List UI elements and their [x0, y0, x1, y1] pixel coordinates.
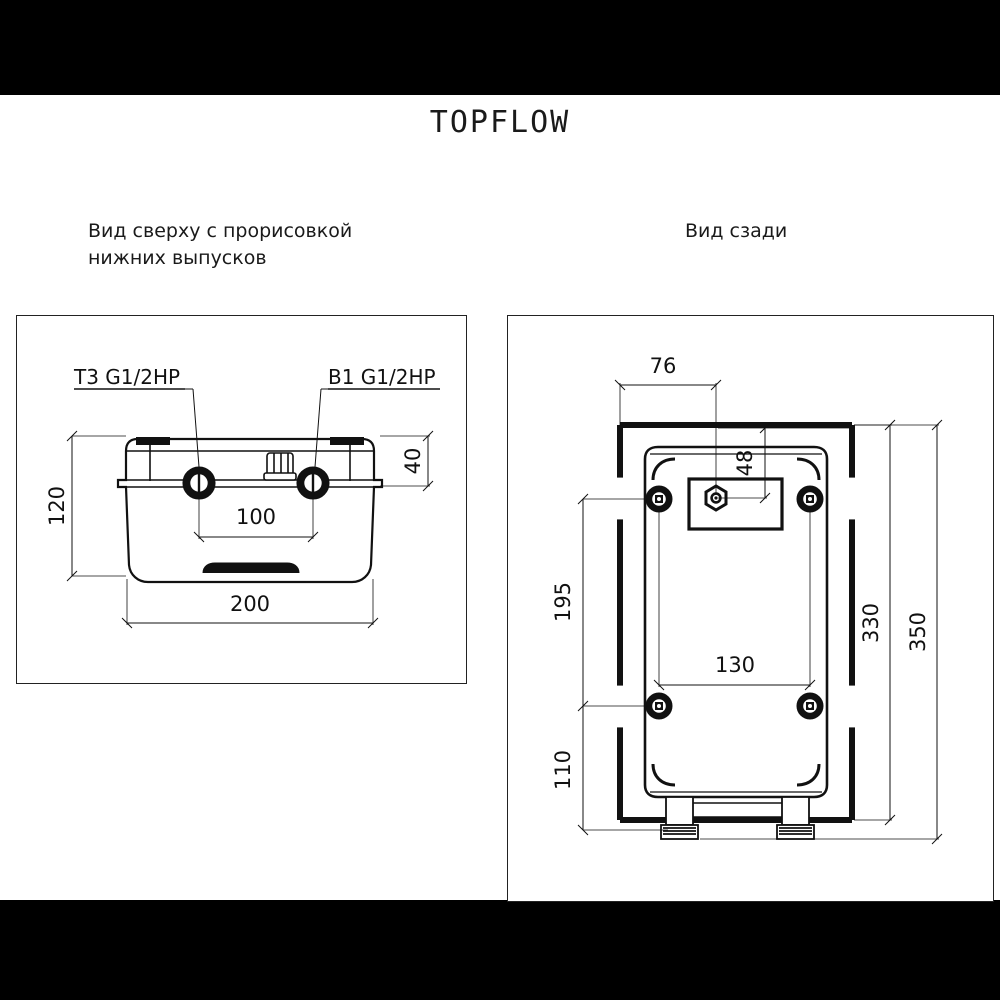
dimension-100 [193, 495, 319, 543]
dimension-40-label: 40 [401, 448, 425, 475]
dimension-130-label: 130 [715, 653, 755, 677]
body-corner-arcs [651, 457, 821, 787]
central-fitting-plate [687, 477, 784, 531]
page-title: TOPFLOW [429, 105, 571, 140]
dimension-200-label: 200 [230, 592, 270, 616]
letterbox-bottom [0, 900, 1000, 1000]
rear-view-caption: Вид сзади [685, 220, 788, 242]
dimension-200 [121, 579, 379, 629]
dimension-40 [380, 430, 434, 492]
frame-rail-gap-outline [617, 476, 855, 729]
pipe-outlet-right [776, 796, 815, 840]
vent-block [263, 452, 297, 481]
mount-tab-left [136, 437, 170, 445]
mounting-hole-top-right [796, 485, 824, 513]
device-top-plate [126, 439, 374, 481]
mounting-hole-top-left [645, 485, 673, 513]
mounting-hole-bottom-right [796, 692, 824, 720]
port-fitting-right [296, 466, 330, 500]
frame-rail-gaps [616, 477, 856, 728]
dimension-100-label: 100 [236, 505, 276, 529]
port-label-left: T3 G1/2HP [73, 365, 180, 389]
dimension-330-label: 330 [859, 603, 883, 643]
dimension-195 [577, 493, 648, 712]
dimension-350-label: 350 [906, 612, 930, 652]
dimension-76 [614, 379, 722, 494]
dimension-48 [718, 422, 855, 504]
dimension-120-label: 120 [45, 486, 69, 526]
port-label-right: B1 G1/2HP [328, 365, 436, 389]
central-hex-fitting [704, 484, 728, 512]
bottom-outlet-pad [196, 562, 306, 583]
appliance-body-inner-line [650, 453, 822, 793]
drawing-sheet: TOPFLOW Вид сверху с прорисовкой нижних … [0, 95, 1000, 902]
pipe-outlet-left [660, 796, 699, 840]
dimension-76-label: 76 [650, 354, 677, 378]
rear-view-frame [507, 315, 994, 902]
mounting-hole-bottom-left [645, 692, 673, 720]
dimension-110 [577, 706, 668, 836]
top-view-drawing: 120 40 100 200 T3 G1/2HP [45, 365, 440, 629]
dimension-195-label: 195 [551, 582, 575, 622]
rear-view-drawing: 76 48 130 195 [551, 354, 943, 845]
letterbox-top [0, 0, 1000, 95]
dimension-48-label: 48 [733, 450, 757, 477]
top-view-caption: Вид сверху с прорисовкой нижних выпусков [88, 220, 353, 269]
dimension-350 [700, 419, 943, 845]
dimension-130 [653, 511, 816, 691]
port-fitting-left [182, 466, 216, 500]
dimension-120 [66, 430, 126, 582]
dimension-110-label: 110 [551, 750, 575, 790]
mount-tab-right [330, 437, 364, 445]
outlet-connecting-rail [693, 802, 782, 818]
appliance-body-outline [643, 445, 829, 799]
